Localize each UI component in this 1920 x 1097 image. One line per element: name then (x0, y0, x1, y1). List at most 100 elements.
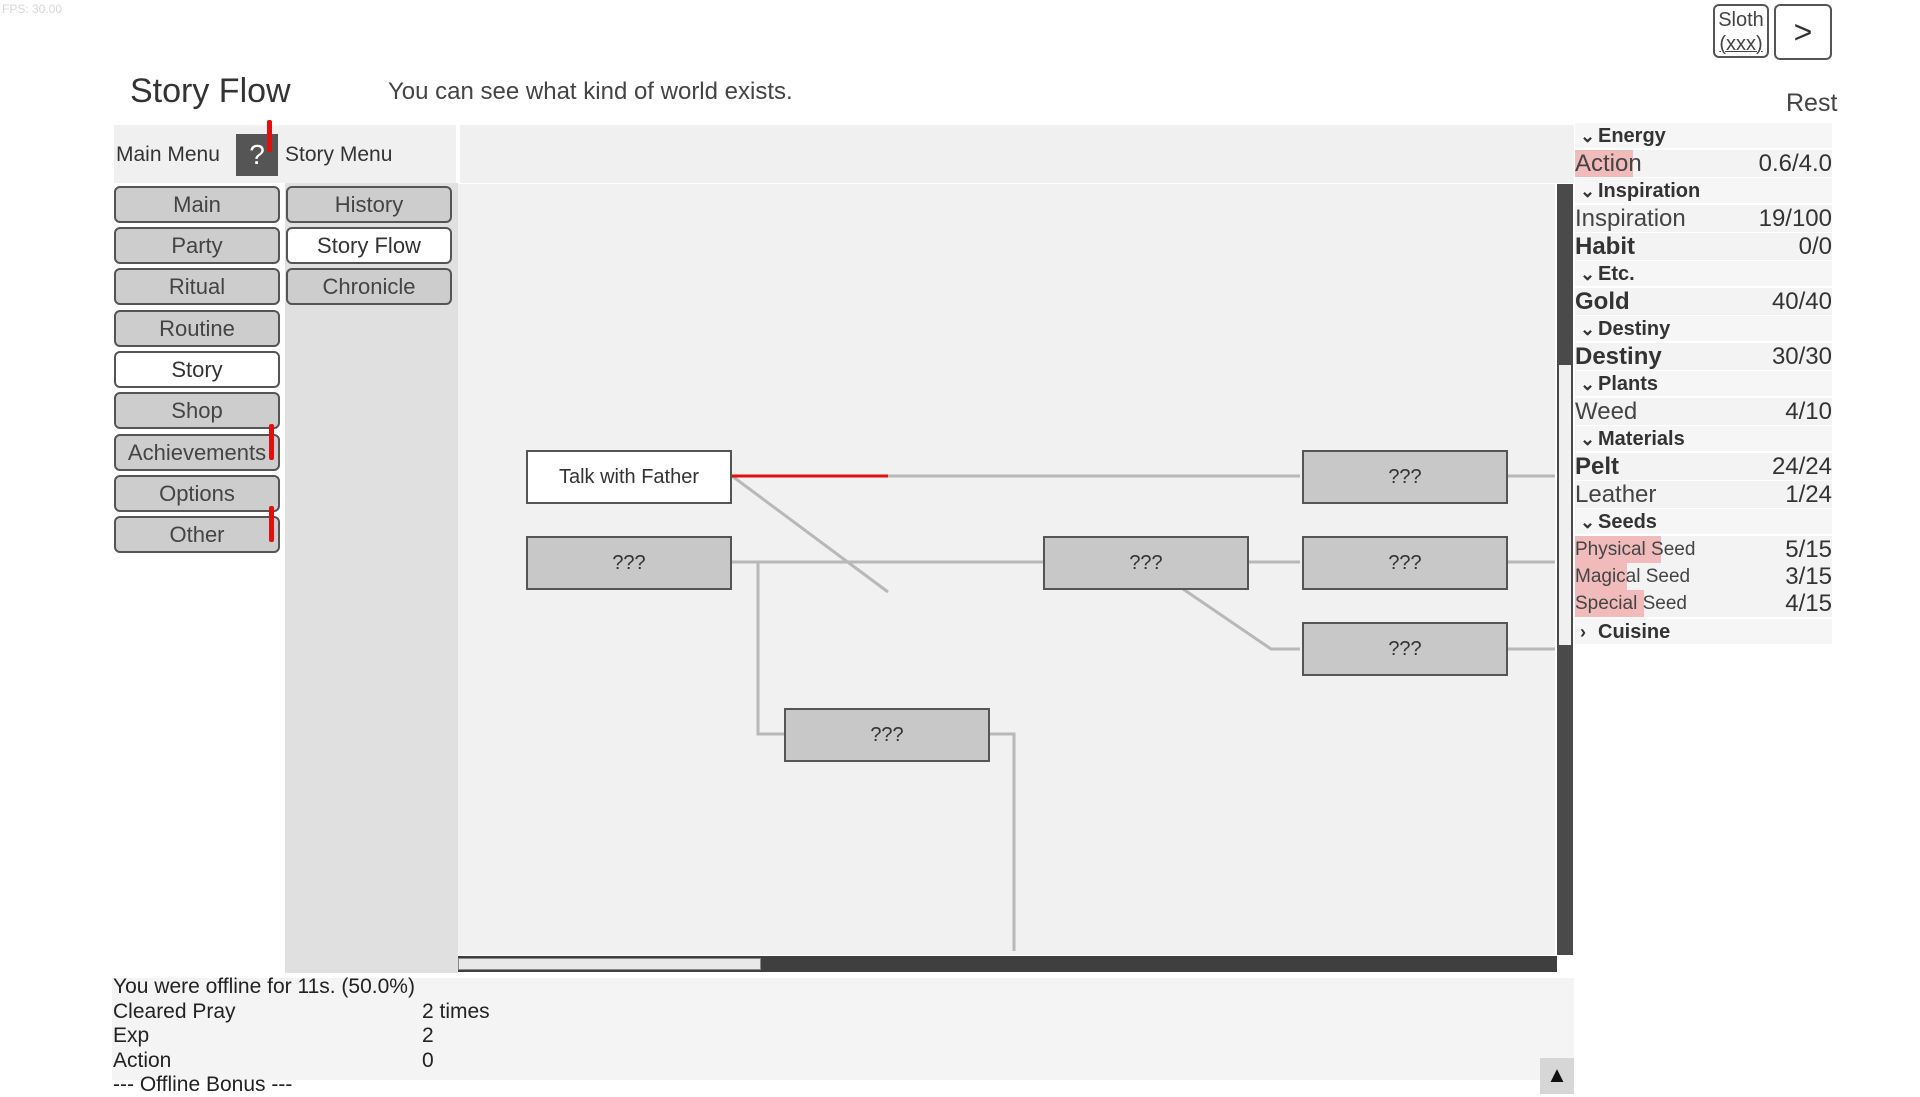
category-title: Destiny (1598, 318, 1671, 340)
category-title: Inspiration (1598, 180, 1701, 202)
resource-category-bar (1575, 619, 1832, 644)
log-line: You were offline for 11s. (50.0%) (113, 975, 415, 998)
story-menu-label: Story Menu (285, 143, 393, 166)
sloth-label: Sloth (1718, 9, 1764, 31)
resource-name: Destiny (1575, 343, 1662, 370)
resource-category-bar (1575, 371, 1832, 396)
page-description: You can see what kind of world exists. (388, 78, 793, 105)
chevron-down-icon: ⌄ (1580, 512, 1596, 532)
resource-category-seeds[interactable]: ⌄Seeds (1580, 511, 1657, 534)
sloth-button[interactable]: Sloth (xxx) (1713, 4, 1769, 58)
menu-story-flow-button[interactable]: Story Flow (286, 227, 452, 264)
resource-value: 4/10 (1785, 398, 1832, 425)
log-expand-button[interactable]: ▲ (1540, 1058, 1574, 1094)
resource-value: 5/15 (1785, 536, 1832, 563)
resource-name: Magical Seed (1575, 566, 1691, 587)
resource-category-inspiration[interactable]: ⌄Inspiration (1580, 180, 1700, 203)
resource-category-cuisine[interactable]: ›Cuisine (1580, 621, 1670, 644)
resource-fill (1575, 536, 1661, 563)
menu-main-button[interactable]: Main (114, 186, 280, 223)
log-line: Action (113, 1049, 172, 1072)
resource-name: Habit (1575, 233, 1635, 260)
log-value: 2 times (422, 1000, 490, 1023)
resource-category-destiny[interactable]: ⌄Destiny (1580, 318, 1670, 341)
resource-value: 4/15 (1785, 590, 1832, 617)
rest-button[interactable]: Rest (1786, 89, 1838, 117)
resource-name: Physical Seed (1575, 539, 1696, 560)
graph-horizontal-scroll-thumb[interactable] (458, 958, 761, 970)
resource-value: 24/24 (1771, 453, 1832, 480)
log-value: 2 (422, 1024, 434, 1047)
main-menu-label: Main Menu (116, 143, 220, 166)
resource-row-leather: Leather 1/24 (1575, 481, 1832, 508)
resource-value: 3/15 (1785, 563, 1832, 590)
resource-category-bar (1575, 509, 1832, 534)
resource-category-bar (1575, 426, 1832, 451)
resource-value: 1/24 (1785, 481, 1832, 508)
next-button[interactable]: > (1774, 4, 1832, 60)
menu-header (114, 125, 1574, 183)
resource-fill (1575, 563, 1627, 590)
resource-row-physical-seed: Physical Seed 5/15 (1575, 536, 1832, 563)
menu-ritual-button[interactable]: Ritual (114, 268, 280, 305)
resource-row-action: Action 0.6/4.0 (1575, 150, 1832, 177)
log-line: --- Offline Bonus --- (113, 1073, 293, 1096)
resource-value: 19/100 (1758, 205, 1832, 232)
menu-story-button[interactable]: Story (114, 351, 280, 388)
resource-value: 40/40 (1771, 288, 1832, 315)
resource-name: Gold (1575, 288, 1630, 315)
story-node-talk-with-father[interactable]: Talk with Father (526, 450, 732, 504)
menu-history-button[interactable]: History (286, 186, 452, 223)
log-panel (112, 978, 1574, 1080)
achievements-alert-icon (269, 424, 274, 460)
story-node-locked[interactable]: ??? (1043, 536, 1249, 590)
category-title: Plants (1598, 373, 1659, 395)
category-title: Cuisine (1598, 621, 1671, 643)
category-title: Etc. (1598, 263, 1635, 285)
chevron-down-icon: ⌄ (1580, 319, 1596, 339)
resource-name: Weed (1575, 398, 1638, 425)
story-node-locked[interactable]: ??? (1302, 450, 1508, 504)
menu-shop-button[interactable]: Shop (114, 392, 280, 429)
story-flow-graph[interactable]: Talk with Father ??? ??? ??? ??? ??? ??? (458, 184, 1555, 955)
category-title: Seeds (1598, 511, 1657, 533)
chevron-down-icon: ⌄ (1580, 429, 1596, 449)
resource-category-plants[interactable]: ⌄Plants (1580, 373, 1658, 396)
menu-party-button[interactable]: Party (114, 227, 280, 264)
log-value: 0 (422, 1049, 434, 1072)
story-node-locked[interactable]: ??? (526, 536, 732, 590)
menu-achievements-button[interactable]: Achievements (114, 434, 280, 471)
resource-category-etc[interactable]: ⌄Etc. (1580, 263, 1635, 286)
resource-row-habit: Habit 0/0 (1575, 233, 1832, 260)
graph-vertical-scroll-thumb[interactable] (1559, 365, 1571, 645)
category-title: Energy (1598, 125, 1666, 147)
resource-name: Special Seed (1575, 593, 1687, 614)
chevron-down-icon: ⌄ (1580, 181, 1596, 201)
story-node-locked[interactable]: ??? (784, 708, 990, 762)
resource-name: Pelt (1575, 453, 1620, 480)
menu-options-button[interactable]: Options (114, 475, 280, 512)
menu-chronicle-button[interactable]: Chronicle (286, 268, 452, 305)
resource-name: Leather (1575, 481, 1657, 508)
other-alert-icon (269, 506, 274, 542)
resource-fill (1575, 150, 1633, 177)
menu-other-button[interactable]: Other (114, 516, 280, 553)
story-node-locked[interactable]: ??? (1302, 622, 1508, 676)
chevron-down-icon: ⌄ (1580, 264, 1596, 284)
story-node-locked[interactable]: ??? (1302, 536, 1508, 590)
resource-category-energy[interactable]: ⌄Energy (1580, 125, 1666, 148)
edge-left-to-lower (756, 562, 784, 736)
resource-value: 0.6/4.0 (1758, 150, 1832, 177)
page-title: Story Flow (130, 72, 291, 110)
resource-row-special-seed: Special Seed 4/15 (1575, 590, 1832, 617)
menu-routine-button[interactable]: Routine (114, 310, 280, 347)
resource-row-magical-seed: Magical Seed 3/15 (1575, 563, 1832, 590)
chevron-down-icon: ⌄ (1580, 126, 1596, 146)
sloth-sublabel: (xxx) (1719, 33, 1763, 55)
resource-value: 0/0 (1798, 233, 1832, 260)
resource-category-materials[interactable]: ⌄Materials (1580, 428, 1685, 451)
edge-father-to-center (731, 474, 889, 594)
resource-category-bar (1575, 178, 1832, 203)
resource-row-destiny: Destiny 30/30 (1575, 343, 1832, 370)
resource-name: Action (1575, 150, 1642, 177)
